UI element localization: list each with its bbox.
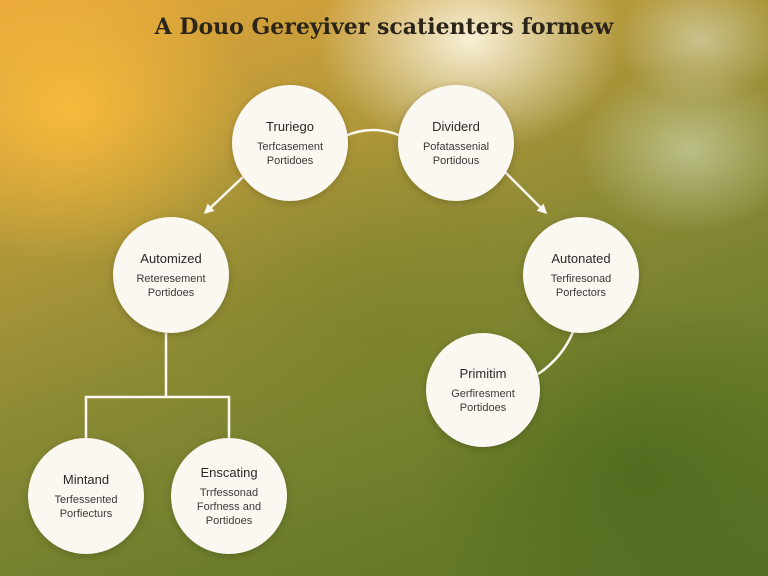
node-autonated: Autonated Terfiresonad Porfectors [523,217,639,333]
node-detail-line: Gerfiresment [451,387,515,400]
node-label: Autonated [551,250,611,266]
node-detail-line: Porfectors [555,286,607,299]
node-detail-line: Forfness and [196,500,262,513]
connector-n3-n7 [166,395,231,444]
node-label: Truriego [266,118,314,134]
node-detail-line: Terfessented [54,493,118,506]
node-label: Primitim [459,365,507,381]
node-mintand: Mintand Terfessented Porfiecturs [28,438,144,554]
node-detail-line: Trrfessonad [199,486,259,499]
node-detail-line: Portidoes [266,154,314,167]
connector-n4-n5 [537,331,575,376]
arrow-n2-n4 [504,171,548,215]
node-label: Automized [140,250,202,266]
node-detail-line: Terfiresonad [550,272,612,285]
node-detail-line: Portidous [432,154,480,167]
node-label: Mintand [62,471,110,487]
node-label: Enscating [200,464,258,480]
connector-n1-n2 [344,128,402,138]
node-automized: Automized Reteresement Portidoes [113,217,229,333]
node-detail-line: Portidoes [205,514,253,527]
node-truriego: Truriego Terfcasement Portidoes [232,85,348,201]
node-detail-line: Reteresement [136,272,206,285]
node-primitim: Primitim Gerfiresment Portidoes [426,333,540,447]
diagram-title: A Douo Gereyiver scatienters formew [154,14,614,40]
node-detail-line: Terfcasement [256,140,324,153]
node-detail-line: Porfiecturs [59,507,113,520]
arrow-n1-n3 [203,176,244,215]
node-dividerd: Dividerd Pofatassenial Portidous [398,85,514,201]
node-detail-line: Portidoes [147,286,195,299]
node-enscating: Enscating Trrfessonad Forfness and Porti… [171,438,287,554]
node-label: Dividerd [432,118,480,134]
node-detail-line: Pofatassenial [422,140,490,153]
node-detail-line: Portidoes [459,401,507,414]
connector-n3-n6 [84,395,166,444]
